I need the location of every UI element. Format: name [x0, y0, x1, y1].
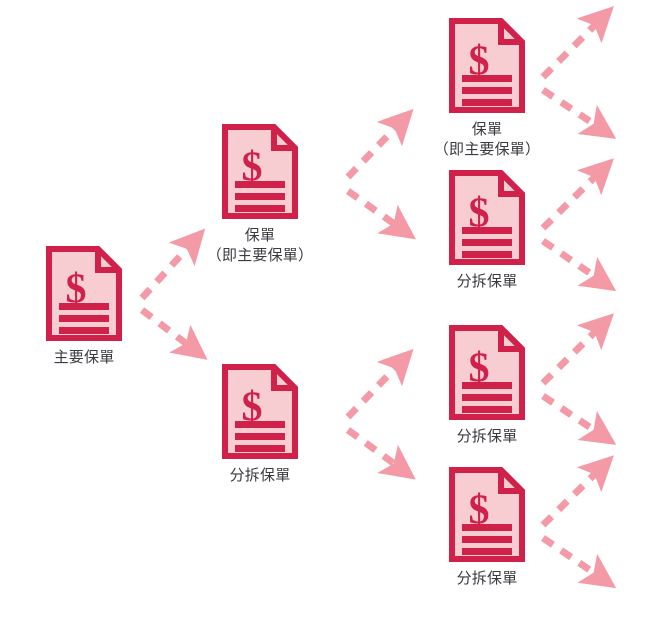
- svg-text:$: $: [469, 39, 490, 85]
- policy-node-n2b: $ 分拆保單: [205, 364, 315, 486]
- arrow-n2b-n3c: [345, 348, 414, 420]
- policy-node-label-line1: 分拆保單: [229, 467, 291, 484]
- policy-node-label: 分拆保單: [457, 427, 518, 447]
- policy-node-label-line1: 保單: [471, 121, 503, 138]
- arrow-n2b-n3d: [345, 427, 416, 480]
- policy-document-dollar-icon: $: [449, 467, 525, 562]
- arrow-n1-n2a: [139, 228, 206, 301]
- svg-text:$: $: [242, 145, 263, 191]
- policy-document-dollar-icon: $: [449, 325, 525, 420]
- policy-node-n3c: $ 分拆保單: [432, 325, 542, 447]
- policy-document-icon-wrapper: $: [449, 170, 525, 265]
- arrow-n3c-down: [541, 393, 617, 445]
- policy-node-label: 分拆保單: [457, 569, 518, 589]
- policy-node-n3b: $ 分拆保單: [432, 170, 542, 292]
- policy-document-dollar-icon: $: [222, 124, 298, 219]
- policy-document-icon-wrapper: $: [222, 124, 298, 219]
- policy-node-label-line2: （即主要保單）: [433, 141, 541, 158]
- policy-node-label-line1: 保單: [244, 227, 276, 244]
- arrow-n3b-down: [541, 238, 617, 292]
- policy-document-icon-wrapper: $: [449, 467, 525, 562]
- policy-document-dollar-icon: $: [222, 364, 298, 459]
- svg-text:$: $: [469, 346, 490, 392]
- svg-text:$: $: [66, 267, 87, 313]
- policy-node-label: 保單 （即主要保單）: [434, 120, 540, 160]
- arrow-n3a-up: [540, 6, 614, 80]
- policy-node-label: 保單 （即主要保單）: [207, 226, 313, 266]
- policy-node-n1: $ 主要保單: [29, 246, 139, 368]
- arrow-n3d-down: [541, 535, 617, 589]
- policy-document-icon-wrapper: $: [222, 364, 298, 459]
- svg-text:$: $: [469, 191, 490, 237]
- arrow-n3c-up: [540, 313, 614, 386]
- policy-document-dollar-icon: $: [449, 170, 525, 265]
- policy-node-label-line1: 主要保單: [53, 349, 115, 366]
- policy-node-label: 分拆保單: [230, 466, 291, 486]
- policy-node-label-line1: 分拆保單: [456, 428, 518, 445]
- arrow-n2a-n3a: [345, 108, 414, 180]
- policy-node-label-line2: （即主要保單）: [206, 247, 314, 264]
- policy-node-n2a: $ 保單 （即主要保單）: [205, 124, 315, 266]
- svg-text:$: $: [242, 385, 263, 431]
- policy-node-label: 主要保單: [54, 348, 115, 368]
- svg-text:$: $: [469, 488, 490, 534]
- policy-document-dollar-icon: $: [46, 246, 122, 341]
- policy-node-label: 分拆保單: [457, 272, 518, 292]
- policy-document-icon-wrapper: $: [449, 18, 525, 113]
- policy-document-dollar-icon: $: [449, 18, 525, 113]
- arrow-n2a-n3b: [345, 188, 416, 240]
- policy-node-label-line1: 分拆保單: [456, 273, 518, 290]
- arrow-n1-n2b: [139, 307, 208, 360]
- policy-node-label-line1: 分拆保單: [456, 570, 518, 587]
- policy-document-icon-wrapper: $: [449, 325, 525, 420]
- arrow-n3a-down: [541, 87, 617, 139]
- arrow-n3d-up: [540, 455, 614, 528]
- policy-node-n3a: $ 保單 （即主要保單）: [432, 18, 542, 160]
- policy-document-icon-wrapper: $: [46, 246, 122, 341]
- policy-node-n3d: $ 分拆保單: [432, 467, 542, 589]
- arrow-n3b-up: [540, 158, 614, 231]
